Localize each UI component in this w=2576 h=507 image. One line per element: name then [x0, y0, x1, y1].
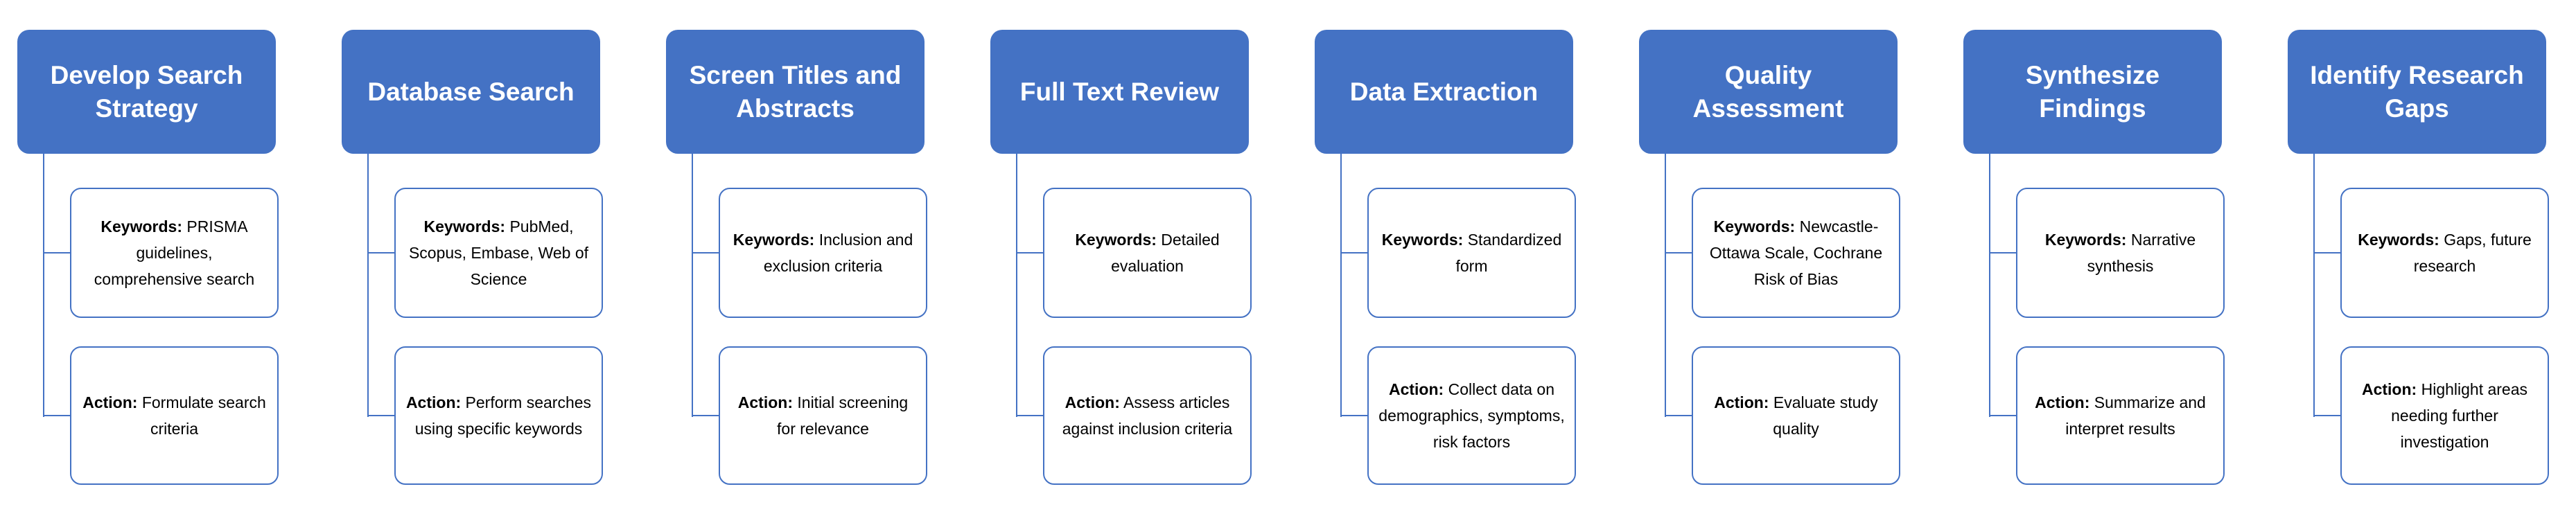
- connector-stub-action: [1666, 415, 1692, 416]
- process-step-screen-titles-abstracts: Screen Titles and Abstracts Keywords: In…: [666, 0, 990, 507]
- action-text: Action: Evaluate study quality: [1714, 393, 1878, 438]
- connector-stub-action: [1342, 415, 1368, 416]
- connector-stub-action: [1017, 415, 1044, 416]
- keywords-box: Keywords: Inclusion and exclusion criter…: [719, 188, 927, 318]
- action-text: Action: Formulate search criteria: [82, 393, 266, 438]
- step-title: Database Search: [367, 77, 575, 106]
- step-title: Full Text Review: [1019, 77, 1220, 106]
- connector-stub-action: [693, 415, 719, 416]
- action-text: Action: Collect data on demographics, sy…: [1378, 380, 1565, 451]
- connector-line: [1665, 154, 1666, 417]
- keywords-box: Keywords: Newcastle- Ottawa Scale, Cochr…: [1692, 188, 1900, 318]
- process-step-full-text-review: Full Text Review Keywords: Detailed eval…: [990, 0, 1315, 507]
- keywords-text: Keywords: Detailed evaluation: [1075, 231, 1220, 275]
- connector-line: [1989, 154, 1990, 417]
- keywords-box: Keywords: Detailed evaluation: [1043, 188, 1252, 318]
- step-title-box: Full Text Review: [990, 30, 1249, 154]
- keywords-text: Keywords: Standardized form: [1381, 231, 1562, 275]
- action-box: Action: Evaluate study quality: [1692, 346, 1900, 485]
- action-text: Action: Initial screening for relevance: [737, 393, 909, 438]
- connector-stub-keywords: [1342, 252, 1368, 254]
- step-title-box: Synthesize Findings: [1963, 30, 2222, 154]
- connector-stub-action: [2315, 415, 2341, 416]
- connector-stub-keywords: [369, 252, 395, 254]
- connector-stub-keywords: [44, 252, 71, 254]
- process-step-develop-search-strategy: Develop Search Strategy Keywords: PRISMA…: [17, 0, 342, 507]
- connector-stub-action: [369, 415, 395, 416]
- process-step-quality-assessment: Quality Assessment Keywords: Newcastle- …: [1639, 0, 1963, 507]
- connector-line: [1340, 154, 1342, 417]
- step-title-box: Quality Assessment: [1639, 30, 1898, 154]
- connector-stub-keywords: [1666, 252, 1692, 254]
- connector-line: [43, 154, 44, 417]
- action-box: Action: Summarize and interpret results: [2016, 346, 2225, 485]
- connector-line: [692, 154, 693, 417]
- connector-line: [367, 154, 369, 417]
- step-title: Synthesize Findings: [2025, 60, 2160, 123]
- step-title: Quality Assessment: [1692, 60, 1844, 123]
- keywords-text: Keywords: Newcastle- Ottawa Scale, Cochr…: [1709, 217, 1883, 288]
- keywords-text: Keywords: Narrative synthesis: [2044, 231, 2196, 275]
- keywords-box: Keywords: PRISMA guidelines, comprehensi…: [70, 188, 279, 318]
- connector-stub-keywords: [1990, 252, 2017, 254]
- process-step-synthesize-findings: Synthesize Findings Keywords: Narrative …: [1963, 0, 2288, 507]
- process-step-database-search: Database Search Keywords: PubMed, Scopus…: [342, 0, 666, 507]
- step-title-box: Develop Search Strategy: [17, 30, 276, 154]
- keywords-text: Keywords: Inclusion and exclusion criter…: [733, 231, 913, 275]
- action-box: Action: Assess articles against inclusio…: [1043, 346, 1252, 485]
- action-text: Action: Highlight areas needing further …: [2361, 380, 2528, 451]
- keywords-box: Keywords: Narrative synthesis: [2016, 188, 2225, 318]
- step-title: Screen Titles and Abstracts: [689, 60, 902, 123]
- connector-stub-keywords: [1017, 252, 1044, 254]
- step-title-box: Database Search: [342, 30, 600, 154]
- action-box: Action: Perform searches using specific …: [394, 346, 603, 485]
- connector-line: [1016, 154, 1017, 417]
- connector-stub-action: [1990, 415, 2017, 416]
- step-title: Data Extraction: [1349, 77, 1539, 106]
- action-text: Action: Perform searches using specific …: [405, 393, 592, 438]
- connector-stub-keywords: [2315, 252, 2341, 254]
- connector-stub-action: [44, 415, 71, 416]
- action-text: Action: Assess articles against inclusio…: [1062, 393, 1233, 438]
- step-title: Develop Search Strategy: [50, 60, 243, 123]
- action-box: Action: Collect data on demographics, sy…: [1367, 346, 1576, 485]
- action-text: Action: Summarize and interpret results: [2035, 393, 2206, 438]
- keywords-box: Keywords: PubMed, Scopus, Embase, Web of…: [394, 188, 603, 318]
- process-step-data-extraction: Data Extraction Keywords: Standardized f…: [1315, 0, 1639, 507]
- connector-stub-keywords: [693, 252, 719, 254]
- action-box: Action: Formulate search criteria: [70, 346, 279, 485]
- keywords-text: Keywords: PRISMA guidelines, comprehensi…: [94, 217, 255, 288]
- action-box: Action: Highlight areas needing further …: [2340, 346, 2549, 485]
- action-box: Action: Initial screening for relevance: [719, 346, 927, 485]
- process-step-identify-research-gaps: Identify Research Gaps Keywords: Gaps, f…: [2288, 0, 2576, 507]
- step-title-box: Screen Titles and Abstracts: [666, 30, 925, 154]
- connector-line: [2313, 154, 2315, 417]
- step-title-box: Data Extraction: [1315, 30, 1573, 154]
- step-title-box: Identify Research Gaps: [2288, 30, 2546, 154]
- keywords-box: Keywords: Gaps, future research: [2340, 188, 2549, 318]
- step-title: Identify Research Gaps: [2310, 60, 2524, 123]
- keywords-box: Keywords: Standardized form: [1367, 188, 1576, 318]
- keywords-text: Keywords: PubMed, Scopus, Embase, Web of…: [408, 217, 589, 288]
- keywords-text: Keywords: Gaps, future research: [2358, 231, 2532, 275]
